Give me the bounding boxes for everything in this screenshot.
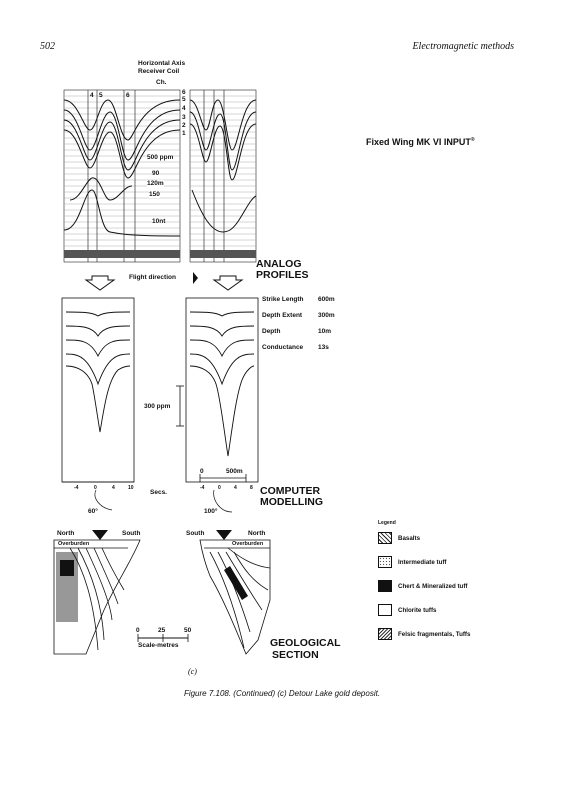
- param-row: Conductance 13s: [262, 344, 329, 351]
- legend-title: Legend: [378, 520, 396, 526]
- left-north-label: North: [57, 530, 75, 537]
- modelling-label-1: COMPUTER: [260, 485, 321, 497]
- legend-item-felsic: Felsic fragmentals, Tuffs: [378, 628, 470, 640]
- legend-item-intermediate-tuff: Intermediate tuff: [378, 556, 446, 568]
- left-tick-2: 0: [94, 485, 97, 491]
- right-tick-3: 4: [234, 485, 237, 491]
- coil-label-2: Receiver Coil: [138, 68, 180, 75]
- figure-caption: Figure 7.108. (Continued) (c) Detour Lak…: [183, 689, 381, 698]
- top-mark-5: 5: [99, 92, 103, 99]
- geological-section-right: [199, 539, 271, 655]
- scale-90: 90: [152, 170, 160, 177]
- felsic-swatch: [378, 628, 392, 640]
- geological-section-left: [53, 539, 141, 655]
- top-mark-4: 4: [90, 92, 94, 99]
- scale-500ppm: 500 ppm: [147, 154, 174, 161]
- scale-120m: 120m: [147, 180, 164, 187]
- param-row: Depth Extent 300m: [262, 312, 335, 319]
- intermediate-tuff-swatch: [378, 556, 392, 568]
- right-tick-4: 8: [250, 485, 253, 491]
- geology-label-2: SECTION: [272, 649, 319, 661]
- scale-tick-0: 0: [136, 627, 140, 634]
- scale-tick-25: 25: [158, 627, 166, 634]
- channel-2: 2: [182, 122, 186, 129]
- left-south-label: South: [122, 530, 141, 537]
- analog-profile-right: [189, 89, 257, 263]
- distance-scale-end: 500m: [226, 468, 243, 475]
- scale-10nt: 10nt: [152, 218, 166, 225]
- analog-label-2: PROFILES: [256, 269, 309, 281]
- right-south-label: South: [186, 530, 205, 537]
- left-tick-1: -4: [74, 485, 79, 491]
- distance-scale-start: 0: [200, 468, 204, 475]
- channel-1: 1: [182, 130, 186, 137]
- overburden-right: Overburden: [232, 541, 264, 547]
- right-tick-2: 0: [218, 485, 221, 491]
- basalt-swatch: [378, 532, 392, 544]
- system-title: Fixed Wing MK VI INPUT®: [366, 137, 475, 147]
- secs-label: Secs.: [150, 489, 167, 496]
- modelling-label-2: MODELLING: [260, 496, 323, 508]
- right-north-label: North: [248, 530, 266, 537]
- coil-label-1: Horizontal Axis: [138, 60, 186, 67]
- geology-label-1: GEOLOGICAL: [270, 637, 341, 649]
- running-title: Electromagnetic methods: [412, 41, 514, 52]
- scale-150: 150: [149, 191, 160, 198]
- model-ppm-scale: 300 ppm: [144, 403, 171, 410]
- dip-right: 100°: [204, 508, 218, 515]
- channel-4: 4: [182, 105, 186, 112]
- analog-profile-left: [63, 89, 181, 263]
- panel-label: (c): [188, 667, 197, 676]
- down-arrow-icons: [84, 275, 244, 291]
- channel-6: 6: [182, 89, 186, 96]
- legend-item-chert: Chert & Mineralized tuff: [378, 580, 467, 592]
- model-params: Strike Length 600m Depth Extent 300m Dep…: [262, 296, 335, 360]
- flight-direction-arrow-icon: [193, 272, 198, 284]
- scale-tick-50: 50: [184, 627, 192, 634]
- channel-5: 5: [182, 96, 186, 103]
- chert-swatch: [378, 580, 392, 592]
- model-panel-right: [185, 297, 259, 483]
- param-row: Strike Length 600m: [262, 296, 335, 303]
- page-number: 502: [40, 41, 55, 52]
- analog-label-1: ANALOG: [256, 258, 302, 270]
- chlorite-tuffs-swatch: [378, 604, 392, 616]
- dip-left: 60°: [88, 508, 98, 515]
- model-panel-left: [61, 297, 135, 483]
- channel-header: Ch.: [156, 79, 167, 86]
- left-tick-4: 10: [128, 485, 134, 491]
- legend-item-basalts: Basalts: [378, 532, 420, 544]
- channel-3: 3: [182, 114, 186, 121]
- overburden-left: Overburden: [58, 541, 90, 547]
- param-row: Depth 10m: [262, 328, 332, 335]
- scale-label: Scale-metres: [138, 642, 179, 649]
- left-tick-3: 4: [112, 485, 115, 491]
- right-tick-1: -4: [200, 485, 205, 491]
- top-mark-6: 6: [126, 92, 130, 99]
- legend-item-chlorite-tuffs: Chlorite tuffs: [378, 604, 437, 616]
- flight-direction-label: Flight direction: [129, 274, 176, 281]
